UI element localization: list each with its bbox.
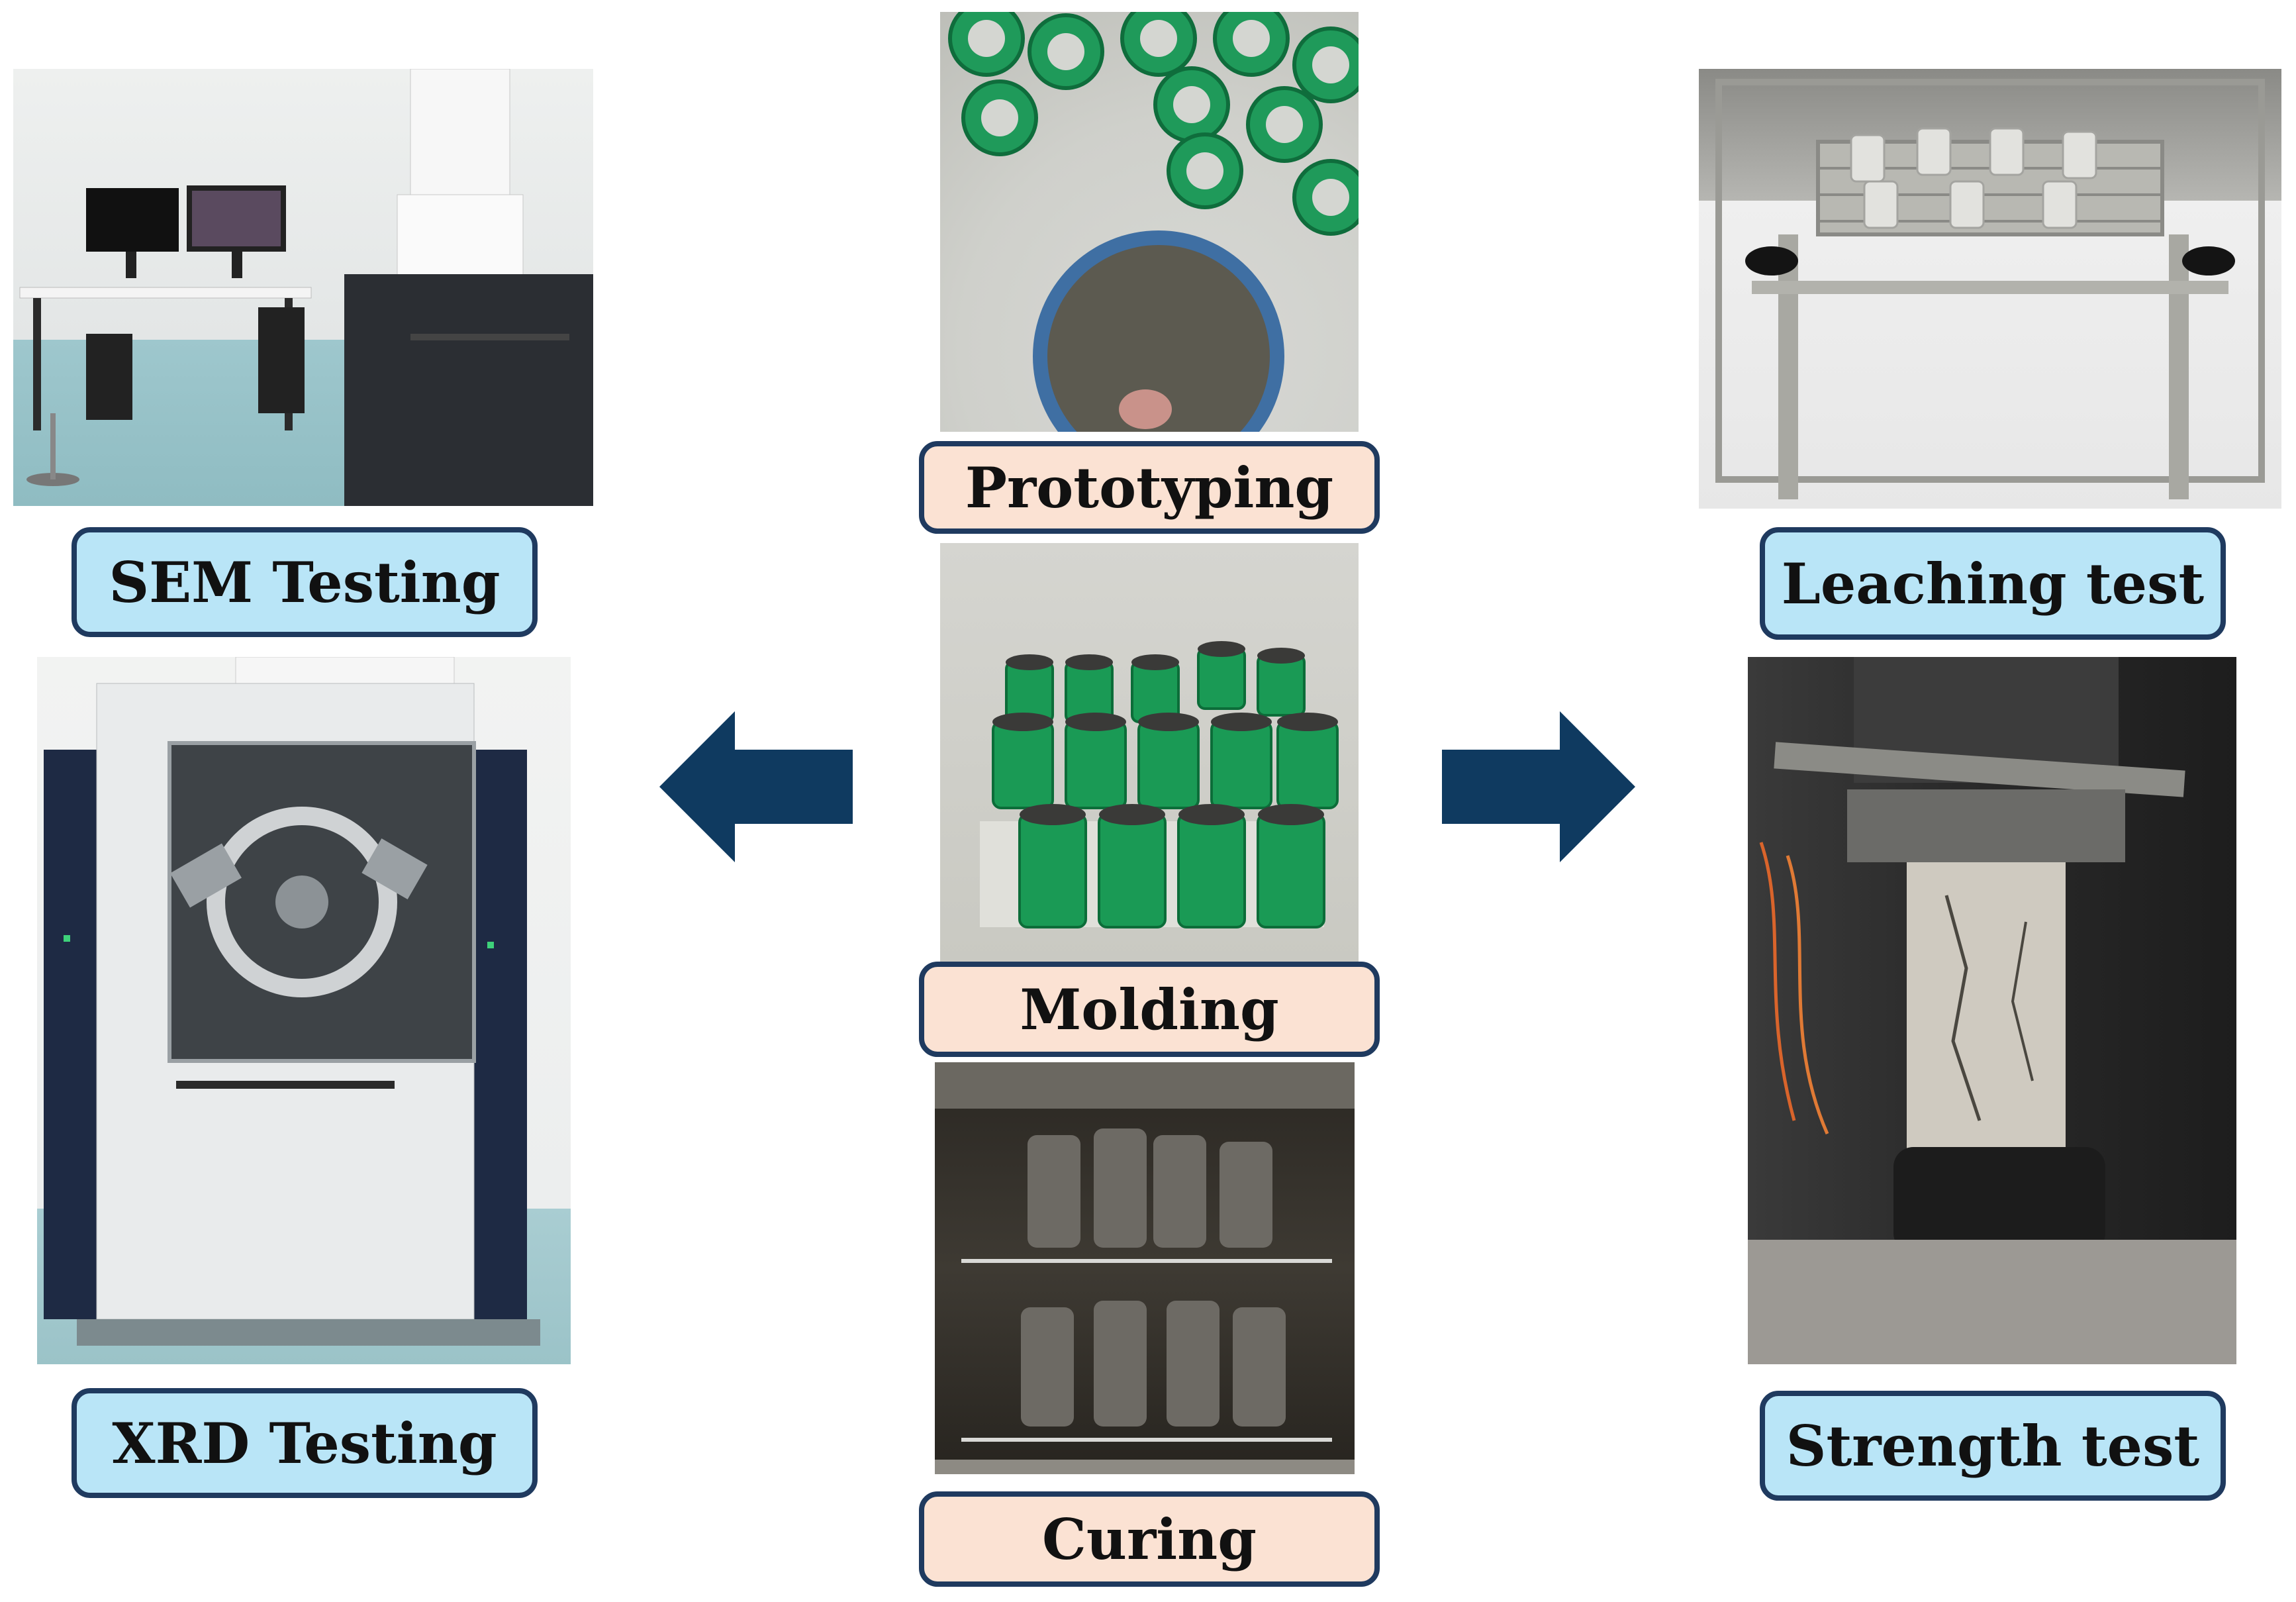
- prototyping-illustration: [948, 12, 1359, 432]
- molding-label: Molding: [919, 962, 1380, 1057]
- prototyping-label: Prototyping: [919, 441, 1380, 534]
- green-molds-photo: [940, 543, 1359, 962]
- sem-testing-label: SEM Testing: [72, 527, 538, 637]
- sem-illustration: [19, 69, 593, 506]
- arrow-right-icon: [1442, 711, 1635, 862]
- molding-illustration: [980, 641, 1339, 928]
- curing-chamber-photo: [935, 1062, 1355, 1474]
- leaching-test-label: Leaching test: [1760, 527, 2226, 640]
- xrd-illustration: [44, 657, 540, 1346]
- sem-instrument-photo: [13, 69, 593, 506]
- leaching-illustration: [1715, 79, 2265, 499]
- xrd-instrument-photo: [37, 657, 571, 1364]
- arrow-left-icon: [659, 711, 853, 862]
- strength-illustration: [1748, 657, 2236, 1364]
- leaching-bath-photo: [1699, 69, 2281, 509]
- mixing-bowl-photo: [940, 12, 1359, 432]
- strength-test-label: Strength test: [1760, 1391, 2226, 1501]
- curing-label: Curing: [919, 1491, 1380, 1587]
- xrd-testing-label: XRD Testing: [72, 1388, 538, 1498]
- curing-illustration: [935, 1062, 1355, 1474]
- compression-press-photo: [1748, 657, 2236, 1364]
